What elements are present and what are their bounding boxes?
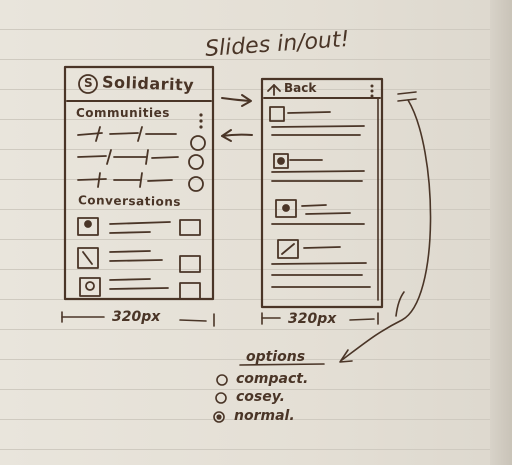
options-title-underline xyxy=(239,363,325,366)
community-avatar-icon xyxy=(188,176,204,192)
left-width-dimension xyxy=(61,311,215,327)
conversations-heading: Conversations xyxy=(77,193,182,209)
message-avatar-icon xyxy=(269,106,285,122)
options-list xyxy=(213,363,325,423)
option-cosey-radio[interactable] xyxy=(215,392,227,404)
slide-out-arrow xyxy=(221,129,253,142)
conversation-thumb-icon xyxy=(179,219,201,236)
message-item[interactable] xyxy=(271,153,365,182)
message-avatar-icon xyxy=(277,239,299,259)
app-name: Solidarity xyxy=(101,72,195,95)
left-panel-frame xyxy=(63,65,215,301)
conversation-list xyxy=(77,217,201,300)
conversation-thumb-icon xyxy=(179,255,201,273)
message-item[interactable] xyxy=(271,239,371,288)
message-avatar-icon xyxy=(275,199,297,218)
community-avatar-icon xyxy=(188,154,204,170)
left-width-label: 320px xyxy=(112,309,161,325)
message-list xyxy=(269,106,371,288)
community-row[interactable] xyxy=(77,172,204,192)
conversation-avatar-icon xyxy=(79,277,101,297)
conversation-avatar-icon xyxy=(77,217,99,236)
left-panel xyxy=(63,65,215,301)
right-width-dimension xyxy=(261,312,379,325)
option-normal-radio[interactable] xyxy=(213,411,225,423)
option-compact-label[interactable]: compact. xyxy=(236,371,309,387)
page-edge xyxy=(490,0,512,465)
community-avatar-icon xyxy=(190,135,206,151)
right-panel-frame xyxy=(260,77,384,309)
back-arrow-icon[interactable] xyxy=(267,84,281,96)
right-width-label: 320px xyxy=(288,311,337,327)
message-avatar-icon xyxy=(273,153,289,169)
options-title: options xyxy=(246,349,306,365)
conversation-row[interactable] xyxy=(79,277,201,300)
back-label[interactable]: Back xyxy=(284,81,317,95)
slide-in-arrow xyxy=(221,94,252,107)
left-kebab-icon[interactable] xyxy=(199,113,203,129)
conversation-row[interactable] xyxy=(77,247,201,273)
option-normal-label[interactable]: normal. xyxy=(234,408,295,424)
right-panel xyxy=(260,77,384,309)
community-list xyxy=(77,126,206,192)
option-cosey-label[interactable]: cosey. xyxy=(236,389,285,405)
conversation-row[interactable] xyxy=(77,217,201,236)
conversation-thumb-icon xyxy=(179,282,201,300)
logo-icon xyxy=(78,74,98,94)
conversation-avatar-icon xyxy=(77,247,99,269)
option-normal-selected-dot xyxy=(216,414,222,420)
community-row[interactable] xyxy=(77,149,204,170)
right-kebab-icon[interactable] xyxy=(370,84,374,98)
communities-heading: Communities xyxy=(76,106,170,120)
community-row[interactable] xyxy=(77,126,206,151)
options-callout-arrow xyxy=(339,91,432,363)
message-item[interactable] xyxy=(271,199,365,225)
option-compact-radio[interactable] xyxy=(216,374,228,386)
message-item[interactable] xyxy=(269,106,365,136)
logo-letter: S xyxy=(84,76,93,90)
